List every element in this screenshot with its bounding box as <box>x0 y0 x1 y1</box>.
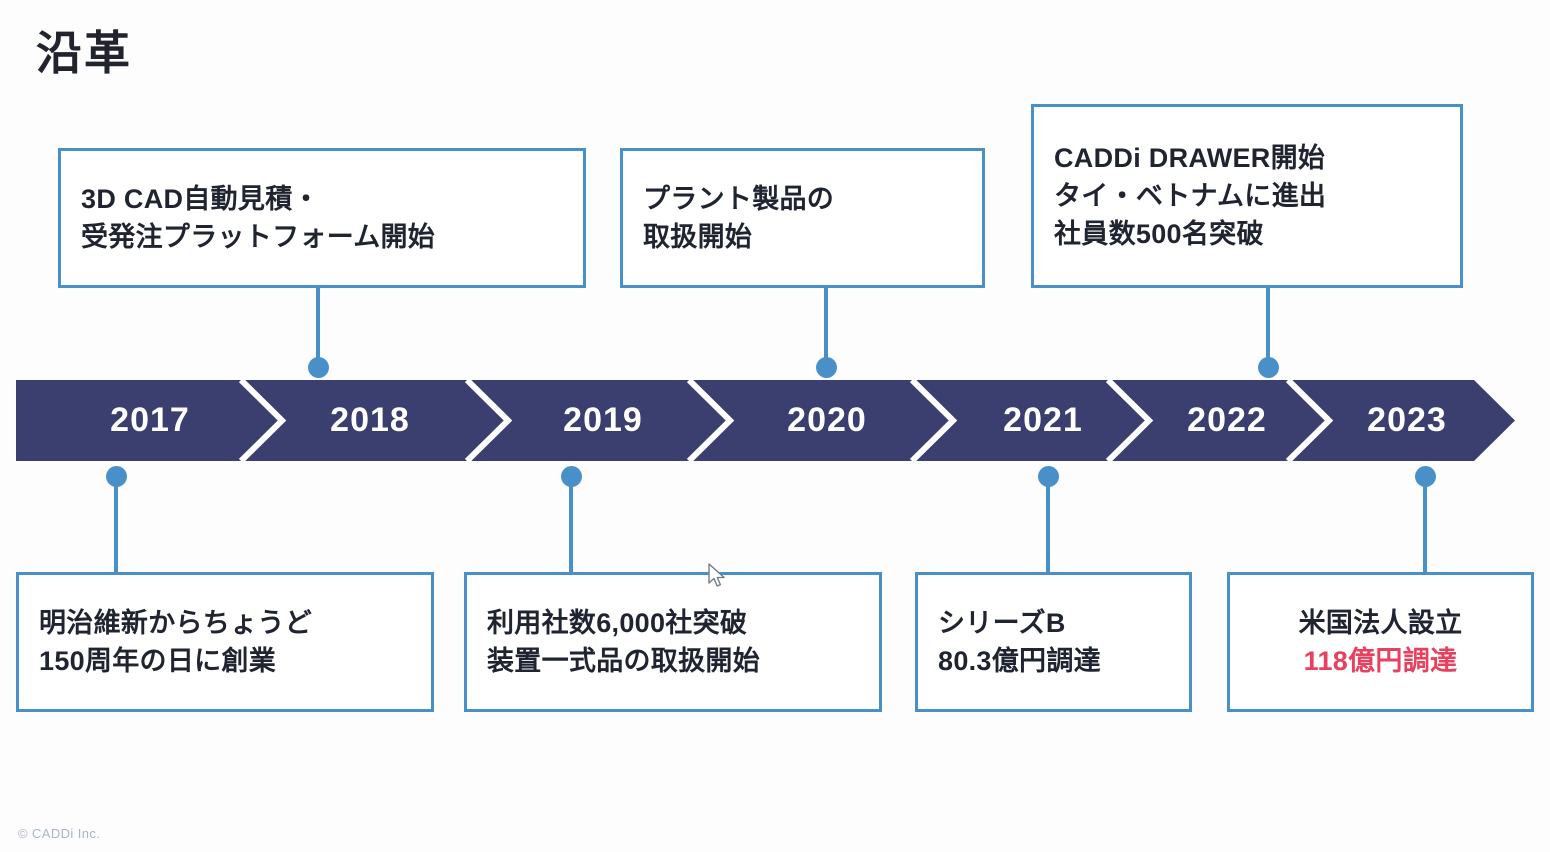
event-line: シリーズB <box>938 607 1066 638</box>
footer-copyright: © CADDi Inc. <box>18 826 101 841</box>
connector-line-2019 <box>569 476 573 572</box>
connector-line-2023 <box>1423 476 1427 572</box>
event-line: 150周年の日に創業 <box>39 646 277 676</box>
event-line: 3D CAD自動見積・ <box>81 183 320 214</box>
event-line-highlighted: 118億円調達 <box>1303 646 1458 676</box>
timeline-dot-2022 <box>1258 357 1279 378</box>
timeline-year-2019[interactable]: 2019 <box>563 401 643 439</box>
timeline-year-2022[interactable]: 2022 <box>1187 401 1267 439</box>
event-callout-2023: 米国法人設立 118億円調達 <box>1227 572 1534 712</box>
event-line: 米国法人設立 <box>1298 607 1463 638</box>
event-line: 取扱開始 <box>643 222 753 252</box>
event-line: CADDi DRAWER開始 <box>1054 142 1326 173</box>
timeline-year-2018[interactable]: 2018 <box>330 401 410 439</box>
event-line: プラント製品の <box>643 183 835 214</box>
timeline-dot-2018 <box>308 357 329 378</box>
event-callout-2019: 利用社数6,000社突破 装置一式品の取扱開始 <box>464 572 882 712</box>
connector-line-2018 <box>316 288 320 368</box>
event-callout-2021: シリーズB 80.3億円調達 <box>915 572 1192 712</box>
event-line: 利用社数6,000社突破 <box>487 607 748 638</box>
event-callout-2022: CADDi DRAWER開始 タイ・ベトナムに進出 社員数500名突破 <box>1031 104 1463 288</box>
connector-line-2022 <box>1266 288 1270 368</box>
timeline-year-2021[interactable]: 2021 <box>1003 401 1083 439</box>
event-line: 80.3億円調達 <box>938 646 1101 676</box>
event-callout-2020: プラント製品の 取扱開始 <box>620 148 985 288</box>
event-line: 社員数500名突破 <box>1054 219 1264 250</box>
event-line: 装置一式品の取扱開始 <box>487 646 760 676</box>
event-line: 明治維新からちょうど <box>39 607 312 638</box>
connector-line-2017 <box>114 476 118 572</box>
connector-line-2021 <box>1046 476 1050 572</box>
page-title: 沿革 <box>36 27 132 79</box>
event-callout-2017: 明治維新からちょうど 150周年の日に創業 <box>16 572 434 712</box>
event-line: タイ・ベトナムに進出 <box>1054 180 1327 211</box>
timeline-year-2023[interactable]: 2023 <box>1367 401 1447 439</box>
timeline-dot-2020 <box>816 357 837 378</box>
connector-line-2020 <box>824 288 828 368</box>
timeline-bar <box>16 380 1515 461</box>
event-callout-2018: 3D CAD自動見積・ 受発注プラットフォーム開始 <box>58 148 586 288</box>
event-line: 受発注プラットフォーム開始 <box>81 222 436 252</box>
timeline-year-2017[interactable]: 2017 <box>110 401 190 439</box>
timeline-year-2020[interactable]: 2020 <box>787 401 867 439</box>
